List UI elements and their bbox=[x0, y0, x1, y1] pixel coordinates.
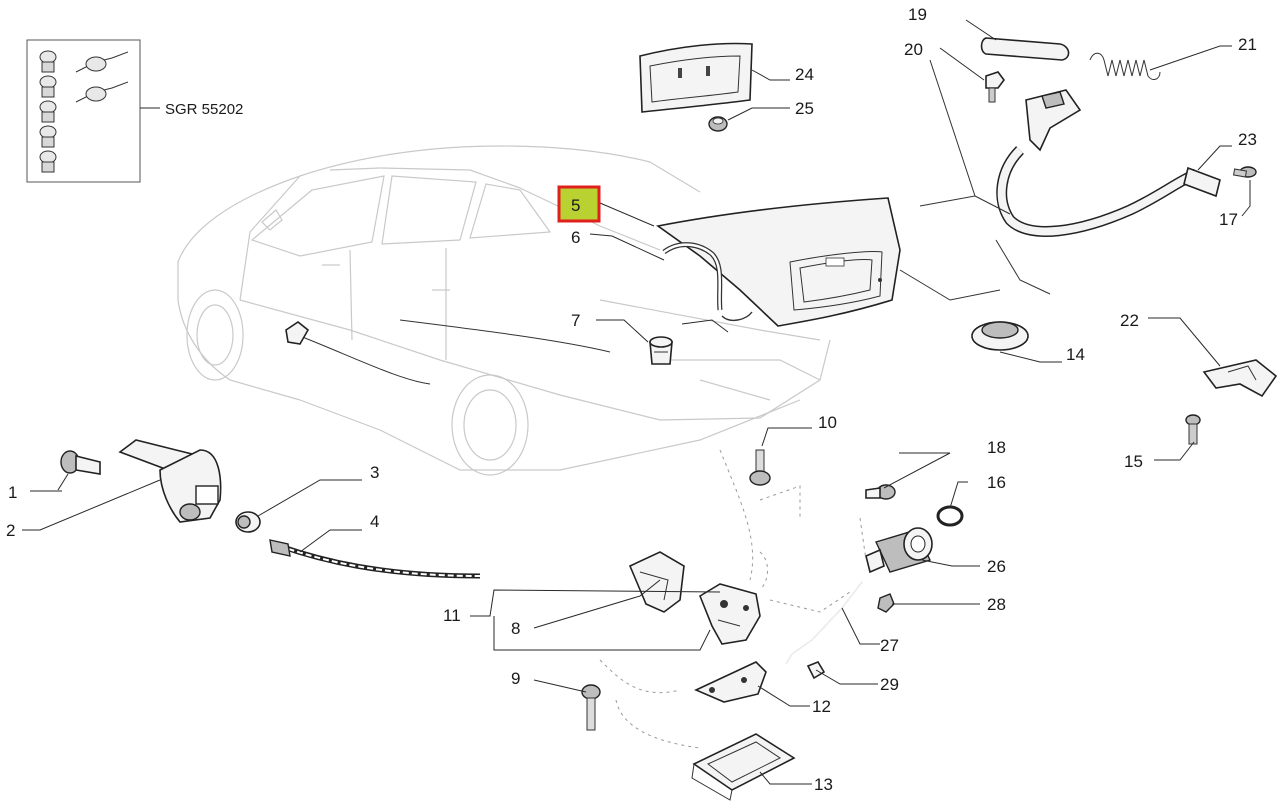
part-15-bolt bbox=[1185, 414, 1201, 445]
leader-lines bbox=[22, 19, 1251, 785]
part-9-bolt bbox=[581, 684, 601, 731]
part-17-bolt bbox=[1232, 166, 1257, 178]
part-25 bbox=[708, 116, 728, 132]
callout-20: 20 bbox=[904, 40, 923, 59]
callout-7: 7 bbox=[571, 311, 580, 330]
callout-13: 13 bbox=[814, 775, 833, 794]
callout-24: 24 bbox=[795, 65, 814, 84]
callout-8: 8 bbox=[511, 619, 520, 638]
callout-12: 12 bbox=[812, 697, 831, 716]
part-5-trunk-lid bbox=[656, 197, 901, 327]
part-1-screw bbox=[60, 450, 101, 475]
callout-9: 9 bbox=[511, 669, 520, 688]
callout-21: 21 bbox=[1238, 35, 1257, 54]
part-28-clip bbox=[877, 593, 895, 613]
part-22-bracket bbox=[1202, 359, 1278, 398]
part-13-tray bbox=[691, 733, 796, 801]
highlight-box bbox=[557, 185, 601, 223]
part-7 bbox=[649, 336, 673, 365]
callouts: 1 2 3 4 5 6 7 8 9 10 11 12 13 14 15 16 1… bbox=[6, 5, 1257, 794]
part-14 bbox=[971, 321, 1029, 351]
part-6-seal bbox=[662, 242, 753, 322]
callout-3: 3 bbox=[370, 463, 379, 482]
callout-18: 18 bbox=[987, 438, 1006, 457]
car-outline bbox=[177, 145, 831, 476]
callout-16: 16 bbox=[987, 473, 1006, 492]
callout-17: 17 bbox=[1219, 210, 1238, 229]
callout-28: 28 bbox=[987, 595, 1006, 614]
kit-label: SGR 55202 bbox=[165, 101, 243, 118]
callout-25: 25 bbox=[795, 99, 814, 118]
part-10-bolt bbox=[749, 449, 771, 486]
part-18-screw bbox=[865, 484, 896, 500]
callout-4: 4 bbox=[370, 512, 379, 531]
callout-26: 26 bbox=[987, 557, 1006, 576]
callout-29: 29 bbox=[880, 675, 899, 694]
part-12-striker bbox=[694, 661, 767, 703]
part-11-latch bbox=[699, 583, 761, 645]
part-26-lock-cylinder bbox=[865, 527, 933, 574]
callout-6: 6 bbox=[571, 228, 580, 247]
callout-1: 1 bbox=[8, 483, 17, 502]
callout-5: 5 bbox=[571, 196, 580, 215]
part-4-cable bbox=[269, 539, 481, 579]
part-3-grommet bbox=[235, 511, 261, 533]
hinge-leader-lines bbox=[899, 59, 1051, 301]
callout-27: 27 bbox=[880, 636, 899, 655]
callout-22: 22 bbox=[1120, 311, 1139, 330]
callout-23: 23 bbox=[1238, 130, 1257, 149]
callout-2: 2 bbox=[6, 521, 15, 540]
part-24 bbox=[639, 42, 753, 113]
part-23-hinge bbox=[996, 89, 1221, 237]
part-19-bushing bbox=[980, 37, 1070, 61]
callout-19: 19 bbox=[908, 5, 927, 24]
part-20-bolt bbox=[985, 71, 1005, 103]
part-16-washer bbox=[936, 505, 964, 527]
part-2-handle bbox=[118, 439, 222, 523]
callout-15: 15 bbox=[1124, 452, 1143, 471]
callout-11: 11 bbox=[443, 606, 461, 625]
callout-14: 14 bbox=[1066, 345, 1085, 364]
part-27-rod bbox=[785, 581, 863, 665]
kit-box: SGR 55202 bbox=[26, 39, 243, 183]
assembly-guides bbox=[599, 449, 867, 749]
part-21-spring bbox=[1089, 52, 1161, 80]
callout-10: 10 bbox=[818, 413, 837, 432]
